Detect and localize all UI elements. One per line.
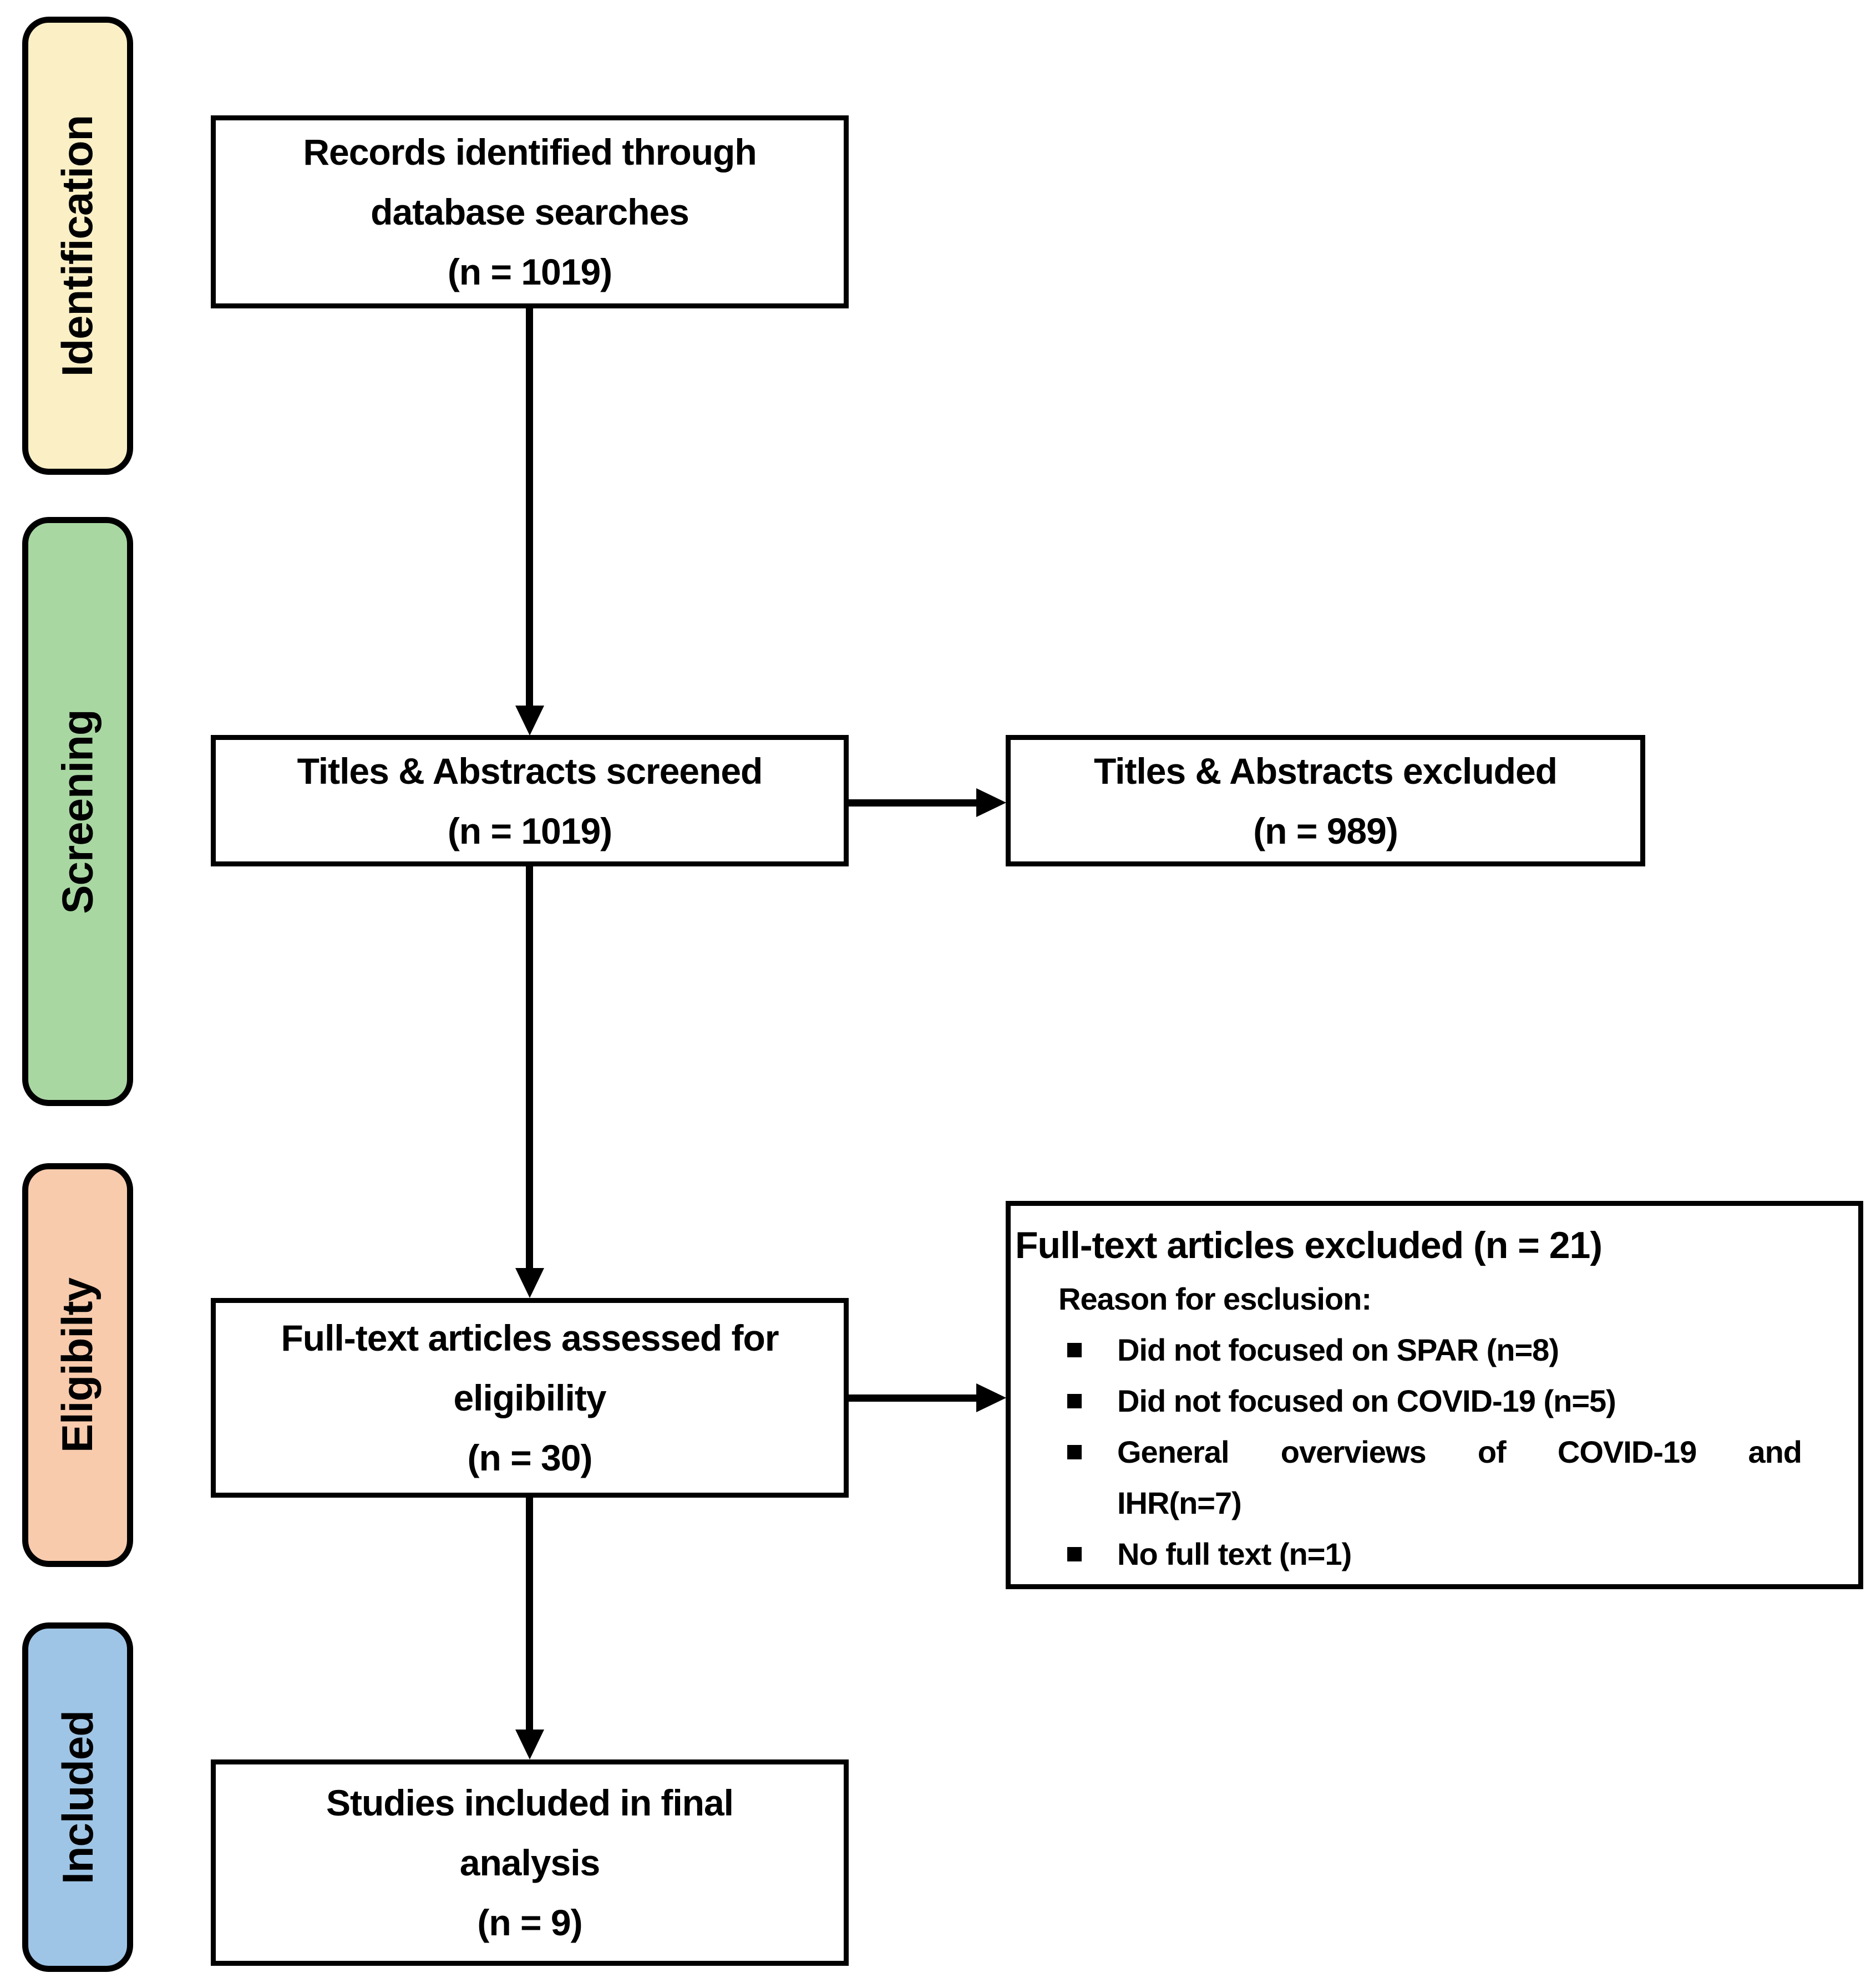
stage-identification-label: Identification [53, 115, 102, 377]
box-assessed-line-2: eligibility [453, 1377, 606, 1418]
box-records-line-2: database searches [371, 191, 689, 232]
stage-included: Included [22, 1622, 133, 1972]
arrowhead-right-icon [976, 1383, 1006, 1412]
bullet-icon [1067, 1343, 1082, 1357]
stage-included-label: Included [53, 1710, 102, 1884]
arrowhead-down-icon [515, 1268, 544, 1298]
arrow-line [846, 1394, 978, 1402]
exclusion-reason-item: Did not focused on COVID-19 (n=5) [1066, 1376, 1802, 1427]
box-screened-count: (n = 1019) [447, 810, 612, 851]
box-records-count: (n = 1019) [447, 251, 612, 292]
stage-screening: Screening [22, 517, 133, 1106]
exclusion-reason-item: No full text (n=1) [1066, 1529, 1802, 1580]
reason-text: Did not focused on SPAR (n=8) [1117, 1332, 1559, 1367]
stage-eligibility: Eligibilty [22, 1163, 133, 1567]
fulltext-excluded-subtitle: Reason for esclusion: [1058, 1281, 1372, 1316]
box-titles-excluded: Titles & Abstracts excluded (n = 989) [1006, 735, 1645, 866]
stage-identification: Identification [22, 17, 133, 475]
box-titles-screened: Titles & Abstracts screened (n = 1019) [211, 735, 849, 866]
box-included-line-1: Studies included in final [326, 1782, 734, 1823]
box-included-line-2: analysis [459, 1842, 601, 1883]
arrowhead-down-icon [515, 1730, 544, 1759]
box-studies-included: Studies included in final analysis (n = … [211, 1759, 849, 1966]
exclusion-reasons-list: Did not focused on SPAR (n=8) Did not fo… [1015, 1325, 1802, 1580]
box-fulltext-assessed: Full-text articles assessed for eligibil… [211, 1298, 849, 1498]
reason-text: General overviews of COVID-19 and [1117, 1434, 1802, 1469]
box-records-identified: Records identified through database sear… [211, 115, 849, 308]
box-included-count: (n = 9) [477, 1902, 582, 1943]
stage-screening-label: Screening [53, 709, 102, 914]
bullet-icon [1067, 1547, 1082, 1561]
arrow-line [526, 308, 533, 706]
reason-text: Did not focused on COVID-19 (n=5) [1117, 1383, 1616, 1418]
arrowhead-down-icon [515, 706, 544, 736]
stage-eligibility-label: Eligibilty [53, 1277, 102, 1453]
box-titles-excluded-count: (n = 989) [1253, 810, 1398, 851]
arrow-line [526, 1495, 533, 1730]
reason-text: No full text (n=1) [1117, 1536, 1352, 1571]
fulltext-excluded-title: Full-text articles excluded (n = 21) [1015, 1224, 1603, 1266]
box-screened-line-1: Titles & Abstracts screened [297, 750, 763, 792]
box-assessed-line-1: Full-text articles assessed for [281, 1317, 779, 1358]
box-assessed-count: (n = 30) [467, 1437, 593, 1478]
bullet-icon [1067, 1445, 1082, 1459]
box-fulltext-excluded: Full-text articles excluded (n = 21) Rea… [1006, 1201, 1863, 1589]
exclusion-reason-item: General overviews of COVID-19 and IHR(n=… [1066, 1427, 1802, 1529]
arrowhead-right-icon [976, 788, 1006, 817]
arrow-line [846, 799, 978, 807]
box-records-line-1: Records identified through [303, 131, 757, 173]
reason-text-continued: IHR(n=7) [1117, 1485, 1242, 1520]
exclusion-reason-item: Did not focused on SPAR (n=8) [1066, 1325, 1802, 1376]
box-titles-excluded-line-1: Titles & Abstracts excluded [1094, 750, 1558, 792]
bullet-icon [1067, 1394, 1082, 1408]
arrow-line [526, 864, 533, 1268]
